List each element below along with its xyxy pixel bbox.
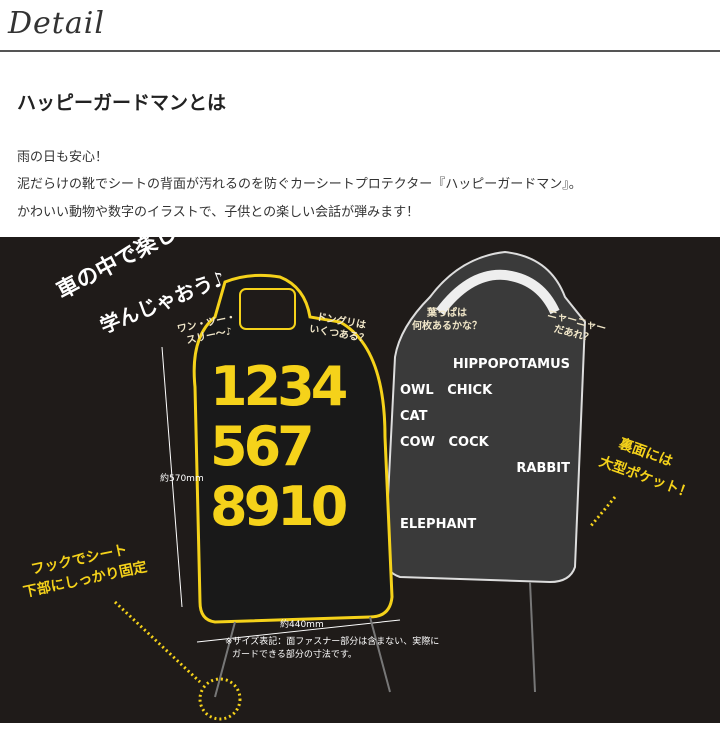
height-label: 約570mm [160,474,204,484]
size-note: ※サイズ表記：面ファスナー部分は含まない、実際に [225,637,440,647]
animals-artwork: HIPPOPOTAMUS OWL CHICK CAT COW COCK RABB… [400,357,570,532]
product-image: 車の中で楽しくあそんで 学んじゃおう♪ ワン・ツー・ スリー～♪ ドングリは い… [0,237,720,723]
section-header-detail: Detail [8,6,105,41]
numbers-artwork: 1234 567 8910 [210,355,348,538]
paragraph: 雨の日も安心！ [17,150,109,165]
paragraph: 泥だらけの靴でシートの背面が汚れるのを防ぐカーシートプロテクター『ハッピーガード… [17,177,582,192]
bubble: 葉っぱは 何枚あるかな？ [412,308,482,332]
header-divider [0,50,720,52]
front-handle-slot [239,288,296,330]
back-handle [436,269,560,316]
paragraph: かわいい動物や数字のイラストで、子供との楽しい会話が弾みます！ [17,205,420,220]
width-label: 約440mm [280,620,324,630]
section-title: ハッピーガードマンとは [17,92,227,114]
product-illustration [113,250,617,721]
front-protector [192,273,394,624]
size-note: ガードできる部分の寸法です。 [232,650,357,660]
